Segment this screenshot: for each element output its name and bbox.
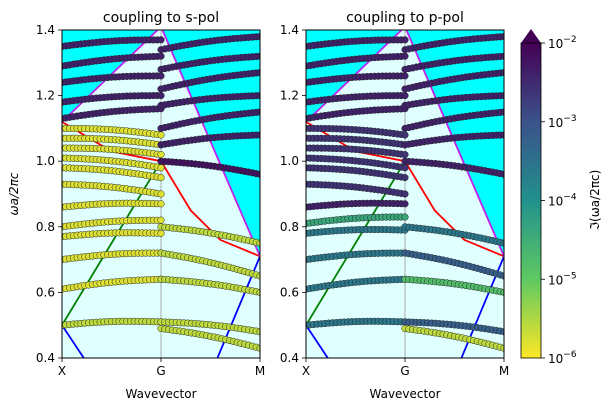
mode-point <box>500 328 504 336</box>
mode-point <box>401 213 409 221</box>
mode-point <box>500 170 504 178</box>
colorbar-tick-label: 10−4 <box>548 193 577 209</box>
mode-point <box>157 52 165 60</box>
mode-point <box>157 229 165 237</box>
bg-above-light-line <box>62 30 260 257</box>
mode-point <box>157 190 165 198</box>
y-tick-label: 1.2 <box>36 89 55 103</box>
mode-point <box>256 170 260 178</box>
mode-point <box>157 131 165 139</box>
mode-point <box>500 52 504 60</box>
colorbar-tick-label: 10−3 <box>548 114 577 130</box>
colorbar-gradient <box>520 42 542 359</box>
y-tick-label: 1.0 <box>280 154 299 168</box>
mode-point <box>256 108 260 116</box>
mode-point <box>157 72 165 80</box>
y-tick-label: 1.2 <box>280 89 299 103</box>
colorbar-tick-label: 10−5 <box>548 271 577 287</box>
x-tick-label: X <box>58 364 66 378</box>
chart-title: coupling to s-pol <box>103 10 219 26</box>
chart-title: coupling to p-pol <box>346 10 464 26</box>
axes: X G M 0.4 0.6 0.8 1.0 1.2 1.4 <box>280 23 509 378</box>
mode-point <box>256 288 260 296</box>
y-tick-label: 0.6 <box>36 285 55 299</box>
y-tick-label: 1.4 <box>280 23 299 37</box>
mode-points <box>62 33 260 352</box>
x-tick-label: X <box>302 364 310 378</box>
x-axis-label: Wavevector <box>126 387 197 401</box>
mode-point <box>500 344 504 352</box>
mode-point <box>401 52 409 60</box>
mode-point <box>256 239 260 247</box>
axes: X G M 0.4 0.6 0.8 1.0 1.2 1.4 <box>36 23 265 378</box>
x-axis-label: Wavevector <box>370 387 441 401</box>
mode-point <box>157 216 165 224</box>
mode-point <box>401 36 409 44</box>
mode-point <box>500 288 504 296</box>
mode-point <box>500 272 504 280</box>
y-tick-label: 0.4 <box>36 351 55 365</box>
colorbar-tick-label: 10−6 <box>548 350 577 366</box>
colorbar-ticks: 10−6 10−5 10−4 10−3 10−2 <box>541 35 577 366</box>
colorbar: 10−6 10−5 10−4 10−3 10−2 ℑ(ωa/2πc) <box>520 29 602 366</box>
mode-point <box>401 164 409 172</box>
mode-point <box>401 131 409 139</box>
mode-point <box>256 344 260 352</box>
mode-point <box>157 92 165 100</box>
x-tick-label: M <box>255 364 265 378</box>
mode-point <box>500 69 504 77</box>
mode-point <box>256 328 260 336</box>
mode-point <box>401 151 409 159</box>
mode-point <box>401 72 409 80</box>
mode-point <box>500 33 504 41</box>
mode-point <box>500 239 504 247</box>
mode-point <box>401 92 409 100</box>
bg-above-light-line <box>306 30 504 257</box>
mode-point <box>157 174 165 182</box>
mode-point <box>157 151 165 159</box>
mode-point <box>256 92 260 100</box>
dispersion-line <box>306 324 329 358</box>
y-axis-label: ωa/2πc <box>7 172 21 215</box>
mode-point <box>256 131 260 139</box>
y-tick-label: 0.4 <box>280 351 299 365</box>
x-tick-label: G <box>156 364 165 378</box>
y-tick-label: 0.8 <box>280 220 299 234</box>
mode-point <box>157 200 165 208</box>
mode-point <box>401 174 409 182</box>
colorbar-tick-label: 10−2 <box>548 35 577 51</box>
mode-point <box>500 131 504 139</box>
colorbar-extend-arrow <box>521 29 541 43</box>
mode-point <box>157 36 165 44</box>
y-tick-label: 0.6 <box>280 285 299 299</box>
mode-point <box>256 52 260 60</box>
y-tick-label: 1.4 <box>36 23 55 37</box>
mode-point <box>401 190 409 198</box>
mode-points <box>306 33 504 352</box>
mode-point <box>256 272 260 280</box>
mode-point <box>500 108 504 116</box>
mode-point <box>500 92 504 100</box>
mode-point <box>256 69 260 77</box>
colorbar-label: ℑ(ωa/2πc) <box>588 170 602 231</box>
y-tick-label: 0.8 <box>36 220 55 234</box>
mode-point <box>401 200 409 208</box>
mode-point <box>256 33 260 41</box>
mode-point <box>157 164 165 172</box>
x-tick-label: M <box>499 364 509 378</box>
y-tick-label: 1.0 <box>36 154 55 168</box>
x-tick-label: G <box>400 364 409 378</box>
dispersion-line <box>62 324 85 358</box>
